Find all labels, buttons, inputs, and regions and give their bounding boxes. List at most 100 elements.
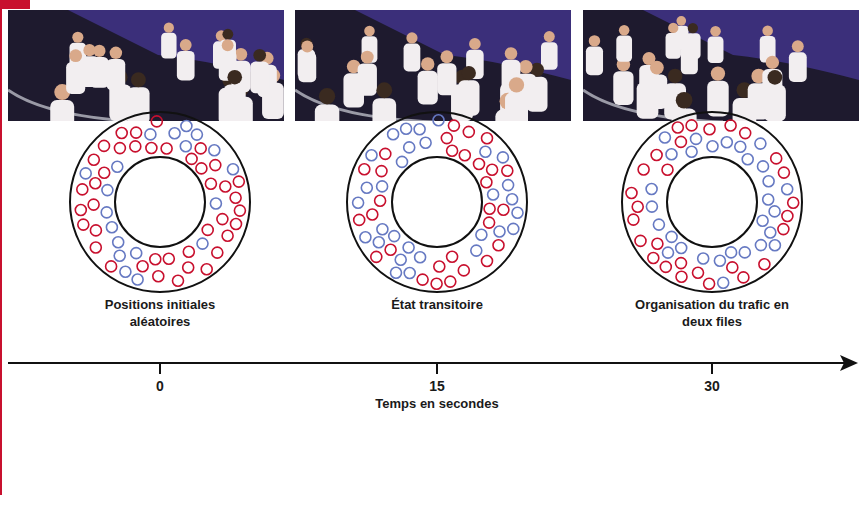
pedestrian-red <box>672 122 683 133</box>
axis-title: Temps en secondes <box>337 396 537 413</box>
pedestrian-red <box>376 166 387 177</box>
pedestrian-blue <box>755 240 766 251</box>
pedestrian-red <box>778 224 789 235</box>
axis-tick <box>159 363 161 374</box>
pedestrian-blue <box>366 150 377 161</box>
pedestrian-red <box>482 133 493 144</box>
time-value: 15 <box>417 377 457 395</box>
pedestrian-blue <box>769 206 780 217</box>
pedestrian-red <box>693 267 704 278</box>
pedestrian-blue <box>782 184 793 195</box>
person-shirt <box>418 71 438 105</box>
pedestrian-blue <box>415 252 426 263</box>
person-shirt <box>50 100 74 121</box>
pedestrian-blue <box>401 123 412 134</box>
pedestrian-blue <box>389 231 400 242</box>
pedestrian-blue <box>480 146 491 157</box>
pedestrian-red <box>99 167 110 178</box>
pedestrian-blue <box>131 248 142 259</box>
pedestrian-red <box>448 120 459 131</box>
pedestrian-red <box>205 178 216 189</box>
annulus-inner <box>115 157 205 247</box>
pedestrian-blue <box>765 227 776 238</box>
person-head <box>668 23 678 33</box>
pedestrian-red <box>130 141 141 152</box>
pedestrian-red <box>628 214 639 225</box>
pedestrian-red <box>150 254 161 265</box>
pedestrian-blue <box>80 168 91 179</box>
crowd-photo <box>295 10 571 152</box>
pedestrian-red <box>498 204 509 215</box>
person-head <box>792 40 804 52</box>
person-shirt <box>616 35 632 61</box>
section-tab <box>0 0 30 9</box>
pedestrian-blue <box>420 137 431 148</box>
pedestrian-red <box>114 143 125 154</box>
pedestrian-red <box>222 230 233 241</box>
pedestrian-red <box>385 244 396 255</box>
pedestrian-red <box>131 127 142 138</box>
person-head <box>301 40 313 52</box>
pedestrian-blue <box>742 154 753 165</box>
pedestrian-red <box>434 261 445 272</box>
pedestrian-blue <box>113 237 124 248</box>
pedestrian-blue <box>353 197 364 208</box>
annulus-inner <box>667 157 757 247</box>
pedestrian-red <box>459 150 470 161</box>
person-shirt <box>708 37 724 63</box>
pedestrian-red <box>90 178 101 189</box>
pedestrian-blue <box>388 129 399 140</box>
pedestrian-blue <box>663 247 674 258</box>
pedestrian-blue <box>181 121 192 132</box>
pedestrian-blue <box>507 194 518 205</box>
pedestrian-red <box>651 150 662 161</box>
pedestrian-blue <box>403 242 414 253</box>
pedestrian-red <box>367 209 378 220</box>
pedestrian-red <box>161 143 172 154</box>
pedestrian-blue <box>361 182 372 193</box>
pedestrian-blue <box>726 247 737 258</box>
pedestrian-red <box>116 128 127 139</box>
pedestrian-blue <box>197 238 208 249</box>
pedestrian-red <box>771 153 782 164</box>
photo-content <box>8 10 284 121</box>
person-head <box>227 70 242 85</box>
pedestrian-blue <box>114 250 125 261</box>
pedestrian-blue <box>120 266 131 277</box>
person-shirt <box>764 85 786 121</box>
pedestrian-blue <box>476 229 487 240</box>
pedestrian-red <box>201 264 212 275</box>
pedestrian-red <box>231 219 242 230</box>
pedestrian-blue <box>360 232 371 243</box>
pedestrian-red <box>676 271 687 282</box>
pedestrian-blue <box>755 138 766 149</box>
person-shirt <box>161 33 176 59</box>
pedestrian-red <box>675 136 686 147</box>
pedestrian-red <box>725 120 736 131</box>
time-value: 30 <box>692 377 732 395</box>
crowd-photo <box>583 10 859 150</box>
pedestrian-red <box>106 261 117 272</box>
pedestrian-red <box>738 272 749 283</box>
person-shirt <box>90 57 108 88</box>
pedestrian-red <box>778 167 789 178</box>
pedestrian-red <box>447 145 458 156</box>
pedestrian-red <box>474 159 485 170</box>
person-head <box>93 45 105 57</box>
pedestrian-blue <box>757 215 768 226</box>
pedestrian-blue <box>180 141 191 152</box>
pedestrian-red <box>626 188 637 199</box>
pedestrian-red <box>638 164 649 175</box>
annulus-diagram <box>622 112 802 292</box>
pedestrian-red <box>502 165 513 176</box>
pedestrian-blue <box>676 243 687 254</box>
pedestrian-red <box>75 205 86 216</box>
annulus-outer <box>70 112 250 292</box>
person-head <box>253 49 266 62</box>
pedestrian-red <box>704 278 715 289</box>
person-head <box>710 26 721 37</box>
pedestrian-blue <box>395 254 406 265</box>
pedestrian-blue <box>646 201 657 212</box>
person-head <box>762 26 773 37</box>
pedestrian-red <box>652 238 663 249</box>
